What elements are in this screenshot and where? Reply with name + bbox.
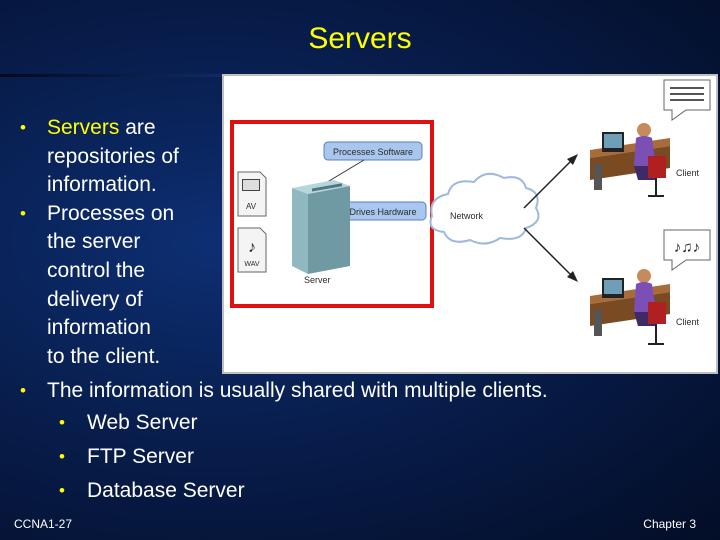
wav-file-label: WAV — [244, 261, 259, 268]
bullet-text-line: the server — [47, 230, 141, 254]
processes-software-label: Processes Software — [333, 147, 413, 157]
sub-bullet-database-server: • Database Server — [18, 474, 708, 508]
bullet-text-line: The information is usually shared with m… — [47, 379, 548, 403]
av-file-icon: AV — [237, 171, 267, 217]
server-tower-icon — [292, 180, 350, 274]
bullet-text-line: control the — [47, 258, 146, 282]
svg-text:♪♫♪: ♪♫♪ — [674, 239, 700, 256]
slide-title: Servers — [308, 22, 412, 55]
bullet-text-line: information. — [47, 173, 157, 197]
bullet-text: are — [119, 116, 156, 139]
bullet-text-line: to the client. — [47, 344, 161, 368]
network-label: Network — [450, 211, 484, 221]
bullet-dot: • — [20, 381, 26, 401]
bullet-processes: • Processes on the server control the de… — [18, 200, 227, 372]
sub-bullet-ftp-server: • FTP Server — [18, 440, 708, 474]
client-server-diagram: Processes Software Disk Drives Hardware … — [222, 74, 718, 374]
bullet-servers: • Servers are repositories of informatio… — [18, 114, 227, 200]
client-label-2: Client — [676, 317, 700, 327]
client-workstation-icon-1 — [590, 123, 670, 197]
sub-bullet-text: FTP Server — [87, 444, 194, 468]
disk-drives-label: Disk Drives Hardware — [329, 207, 416, 217]
bullet-text-line: delivery of — [47, 287, 143, 311]
sub-bullet-text: Web Server — [87, 410, 198, 434]
bullet-text-line: repositories of — [47, 144, 179, 168]
bullet-shared: • The information is usually shared with… — [18, 377, 708, 406]
sub-bullet-dot: • — [59, 446, 65, 466]
client-label-1: Client — [676, 168, 700, 178]
bullet-dot: • — [20, 118, 26, 137]
wav-file-icon: ♪ WAV — [237, 227, 267, 273]
document-callout-icon — [663, 79, 711, 121]
music-callout-icon: ♪♫♪ — [663, 229, 711, 271]
bullet-dot: • — [20, 203, 26, 223]
sub-bullet-dot: • — [59, 412, 65, 432]
client-workstation-icon-2 — [590, 269, 670, 345]
network-cloud-icon — [429, 172, 540, 245]
sub-bullet-dot: • — [59, 480, 65, 500]
sub-bullet-text: Database Server — [87, 478, 245, 502]
sub-bullet-web-server: • Web Server — [18, 406, 708, 440]
footer-chapter: Chapter 3 — [643, 517, 696, 531]
bullet-text-line: Processes on — [47, 201, 175, 225]
svg-text:♪: ♪ — [248, 239, 256, 256]
bullet-text-line: information — [47, 316, 151, 340]
av-file-label: AV — [246, 202, 257, 211]
diagram-canvas: Processes Software Disk Drives Hardware … — [230, 79, 711, 345]
server-label: Server — [304, 275, 331, 285]
processes-software-box — [323, 141, 423, 161]
highlight-servers: Servers — [47, 116, 120, 139]
bullet-list: • Servers are repositories of informatio… — [18, 114, 708, 508]
footer-course-code: CCNA1-27 — [14, 517, 73, 531]
